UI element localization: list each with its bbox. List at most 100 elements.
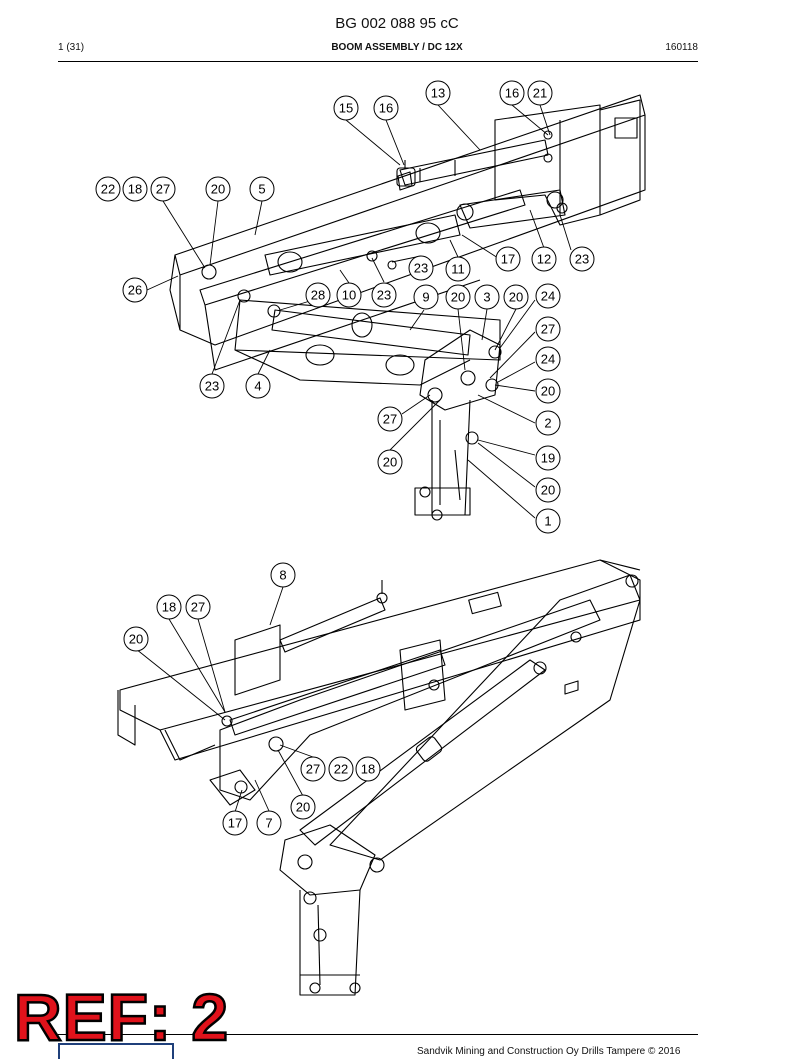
svg-text:27: 27 <box>156 182 170 197</box>
callout-9: 9 <box>413 284 439 310</box>
svg-text:24: 24 <box>541 352 555 367</box>
callout-23: 23 <box>371 282 397 308</box>
callout-24: 24 <box>535 283 561 309</box>
callout-28: 28 <box>305 282 331 308</box>
callout-23: 23 <box>569 246 595 272</box>
callout-10: 10 <box>336 282 362 308</box>
svg-text:22: 22 <box>101 182 115 197</box>
callout-2: 2 <box>535 410 561 436</box>
svg-text:18: 18 <box>128 182 142 197</box>
svg-text:12: 12 <box>537 252 551 267</box>
header-rule <box>58 61 698 62</box>
upper-callouts: 13 16 21 15 16 22 18 27 20 5 26 17 12 23… <box>95 80 595 534</box>
svg-text:17: 17 <box>501 252 515 267</box>
callout-24: 24 <box>535 346 561 372</box>
svg-text:26: 26 <box>128 283 142 298</box>
svg-text:20: 20 <box>383 455 397 470</box>
callout-22: 22 <box>328 756 354 782</box>
callout-8: 8 <box>270 562 296 588</box>
svg-text:24: 24 <box>541 289 555 304</box>
page-number: 1 (31) <box>58 42 85 53</box>
svg-text:16: 16 <box>505 86 519 101</box>
svg-text:15: 15 <box>339 101 353 116</box>
svg-text:20: 20 <box>129 632 143 647</box>
callout-27: 27 <box>377 406 403 432</box>
svg-text:19: 19 <box>541 451 555 466</box>
callout-27: 27 <box>300 756 326 782</box>
callout-18: 18 <box>156 594 182 620</box>
callout-15: 15 <box>333 95 359 121</box>
callout-18: 18 <box>122 176 148 202</box>
svg-text:27: 27 <box>306 762 320 777</box>
lower-boom-drawing <box>117 559 641 996</box>
svg-text:23: 23 <box>377 288 391 303</box>
callout-20: 20 <box>535 378 561 404</box>
callout-27: 27 <box>185 594 211 620</box>
footer-rule <box>58 1034 698 1035</box>
svg-text:20: 20 <box>211 182 225 197</box>
lower-callouts: 8 18 27 20 27 22 18 20 17 7 <box>123 562 381 836</box>
svg-text:20: 20 <box>541 384 555 399</box>
svg-text:11: 11 <box>451 262 465 277</box>
svg-text:7: 7 <box>265 816 272 831</box>
callout-19: 19 <box>535 445 561 471</box>
callout-20: 20 <box>445 284 471 310</box>
svg-text:21: 21 <box>533 86 547 101</box>
callout-20: 20 <box>123 626 149 652</box>
svg-text:1: 1 <box>544 514 551 529</box>
callout-12: 12 <box>531 246 557 272</box>
upper-boom-drawing <box>169 94 646 521</box>
callout-17: 17 <box>222 810 248 836</box>
svg-text:28: 28 <box>311 288 325 303</box>
svg-text:27: 27 <box>191 600 205 615</box>
svg-text:18: 18 <box>162 600 176 615</box>
svg-text:23: 23 <box>575 252 589 267</box>
page-title: BOOM ASSEMBLY / DC 12X <box>331 42 463 53</box>
callout-5: 5 <box>249 176 275 202</box>
callout-13: 13 <box>425 80 451 106</box>
callout-23: 23 <box>199 373 225 399</box>
callout-16: 16 <box>373 95 399 121</box>
svg-text:20: 20 <box>541 483 555 498</box>
svg-text:5: 5 <box>258 182 265 197</box>
callout-7: 7 <box>256 810 282 836</box>
callout-20: 20 <box>535 477 561 503</box>
callout-18: 18 <box>355 756 381 782</box>
lower-leader-lines <box>135 586 314 813</box>
callout-20: 20 <box>503 284 529 310</box>
callout-21: 21 <box>527 80 553 106</box>
ref-stamp: REF: 2 <box>13 980 230 1054</box>
svg-text:17: 17 <box>228 816 242 831</box>
callout-3: 3 <box>474 284 500 310</box>
callout-20: 20 <box>377 449 403 475</box>
svg-text:10: 10 <box>342 288 356 303</box>
svg-text:22: 22 <box>334 762 348 777</box>
callout-27: 27 <box>535 316 561 342</box>
svg-text:20: 20 <box>296 800 310 815</box>
callout-27: 27 <box>150 176 176 202</box>
svg-text:2: 2 <box>544 416 551 431</box>
date-code: 160118 <box>665 42 698 53</box>
svg-text:23: 23 <box>205 379 219 394</box>
upper-leader-lines <box>146 104 572 519</box>
footer-copyright: Sandvik Mining and Construction Oy Drill… <box>417 1046 681 1057</box>
callout-16: 16 <box>499 80 525 106</box>
callout-20: 20 <box>205 176 231 202</box>
callout-26: 26 <box>122 277 148 303</box>
svg-text:27: 27 <box>541 322 555 337</box>
svg-text:20: 20 <box>509 290 523 305</box>
callout-17: 17 <box>495 246 521 272</box>
svg-text:23: 23 <box>414 261 428 276</box>
svg-text:27: 27 <box>383 412 397 427</box>
svg-text:18: 18 <box>361 762 375 777</box>
callout-1: 1 <box>535 508 561 534</box>
svg-text:20: 20 <box>451 290 465 305</box>
callout-20: 20 <box>290 794 316 820</box>
callout-11: 11 <box>445 256 471 282</box>
callout-23: 23 <box>408 255 434 281</box>
svg-text:9: 9 <box>422 290 429 305</box>
svg-text:3: 3 <box>483 290 490 305</box>
svg-text:4: 4 <box>254 379 261 394</box>
callout-22: 22 <box>95 176 121 202</box>
